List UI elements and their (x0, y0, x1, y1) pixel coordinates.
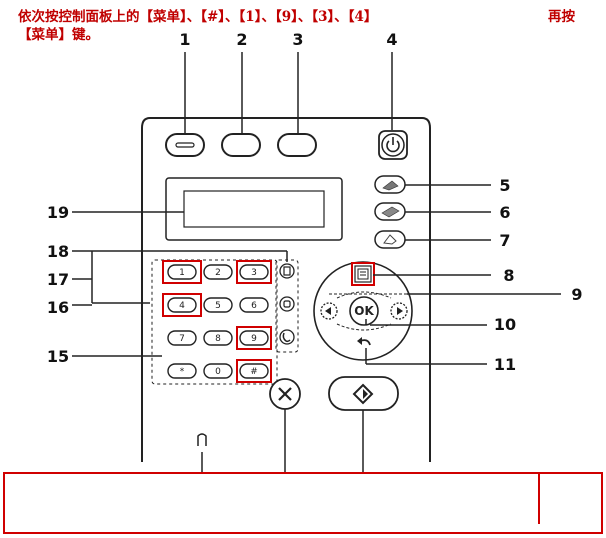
fax-mode-button[interactable] (374, 230, 406, 249)
address-book-icon (283, 266, 291, 276)
function-button-1[interactable] (165, 133, 205, 157)
right-arrow-icon (397, 307, 403, 315)
address-book-button[interactable] (279, 263, 295, 279)
menu-icon (357, 268, 369, 280)
copy-mode-button[interactable] (374, 175, 406, 194)
ok-button[interactable]: OK (349, 296, 379, 326)
panel-outline (141, 117, 431, 462)
key-2[interactable]: 2 (203, 264, 233, 280)
svg-text:9: 9 (251, 334, 257, 344)
callout-15: 15 (47, 347, 69, 366)
copy-icon (382, 180, 399, 191)
highlight-key-9 (236, 326, 272, 350)
power-icon (386, 137, 400, 153)
svg-text:5: 5 (215, 301, 221, 311)
function-button-3[interactable] (277, 133, 317, 157)
start-diamond-icon (352, 383, 374, 405)
svg-text:4: 4 (179, 301, 185, 311)
scan-icon (381, 206, 400, 218)
highlight-key-4 (162, 293, 202, 317)
svg-text:6: 6 (251, 301, 257, 311)
callout-17: 17 (47, 270, 69, 289)
lcd-display (165, 177, 343, 241)
svg-text:7: 7 (179, 334, 185, 344)
callout-9: 9 (571, 285, 582, 304)
function-button-2[interactable] (221, 133, 261, 157)
key-3[interactable]: 3 (239, 264, 269, 280)
right-arrow-button[interactable] (390, 302, 408, 320)
highlight-key-3 (236, 260, 272, 284)
key-5[interactable]: 5 (203, 297, 233, 313)
callout-7: 7 (499, 231, 510, 250)
svg-text:*: * (180, 367, 185, 377)
scan-mode-button[interactable] (374, 202, 406, 221)
key-9[interactable]: 9 (239, 330, 269, 346)
speed-dial-group (275, 259, 299, 353)
svg-text:0: 0 (215, 367, 221, 377)
callout-4: 4 (386, 30, 397, 49)
start-button[interactable] (328, 376, 399, 411)
key-hash[interactable]: # (239, 363, 269, 379)
stop-x-icon (278, 387, 292, 401)
highlight-key-hash (236, 359, 272, 383)
key-6[interactable]: 6 (239, 297, 269, 313)
menu-button[interactable] (354, 265, 372, 283)
left-arrow-button[interactable] (320, 302, 338, 320)
callout-8: 8 (503, 266, 514, 285)
instruction-line-2: 【菜单】键。 (18, 27, 99, 43)
key-4[interactable]: 4 (167, 297, 197, 313)
svg-text:3: 3 (251, 268, 257, 278)
callout-18: 18 (47, 242, 69, 261)
callout-6: 6 (499, 203, 510, 222)
svg-text:OK: OK (354, 304, 374, 318)
instruction-text: 依次按控制面板上的【菜单】、【#】、【1】、【9】、【3】、【4】 【菜单】键。 (18, 8, 538, 44)
fax-icon (383, 234, 397, 245)
instruction-divider (538, 472, 540, 524)
back-button[interactable] (357, 337, 371, 346)
key-1[interactable]: 1 (167, 264, 197, 280)
callout-19: 19 (47, 203, 69, 222)
highlight-key-1 (162, 260, 202, 284)
callout-16: 16 (47, 298, 69, 317)
instruction-box (3, 472, 603, 534)
callout-3: 3 (292, 30, 303, 49)
callout-10: 10 (494, 315, 516, 334)
left-arrow-icon (325, 307, 331, 315)
key-7[interactable]: 7 (167, 330, 197, 346)
redial-pause-button[interactable] (279, 296, 295, 312)
phone-icon (282, 332, 291, 343)
callout-1: 1 (179, 30, 190, 49)
instruction-line-1: 依次按控制面板上的【菜单】、【#】、【1】、【9】、【3】、【4】 (18, 9, 378, 25)
key-star[interactable]: * (167, 363, 197, 379)
instruction-text-right: 再按 (548, 9, 575, 25)
svg-text:2: 2 (215, 268, 221, 278)
callout-5: 5 (499, 176, 510, 195)
stop-button[interactable] (269, 378, 301, 410)
highlight-menu-button (351, 262, 375, 286)
svg-text:8: 8 (215, 334, 221, 344)
on-hook-dial-button[interactable] (279, 329, 295, 345)
svg-text:#: # (250, 367, 258, 377)
key-8[interactable]: 8 (203, 330, 233, 346)
callout-11: 11 (494, 355, 516, 374)
svg-text:1: 1 (179, 268, 185, 278)
key-0[interactable]: 0 (203, 363, 233, 379)
panel-slot (197, 433, 207, 446)
pause-icon (283, 300, 291, 308)
power-button[interactable] (378, 130, 408, 160)
callout-2: 2 (236, 30, 247, 49)
keypad-group (151, 259, 278, 385)
